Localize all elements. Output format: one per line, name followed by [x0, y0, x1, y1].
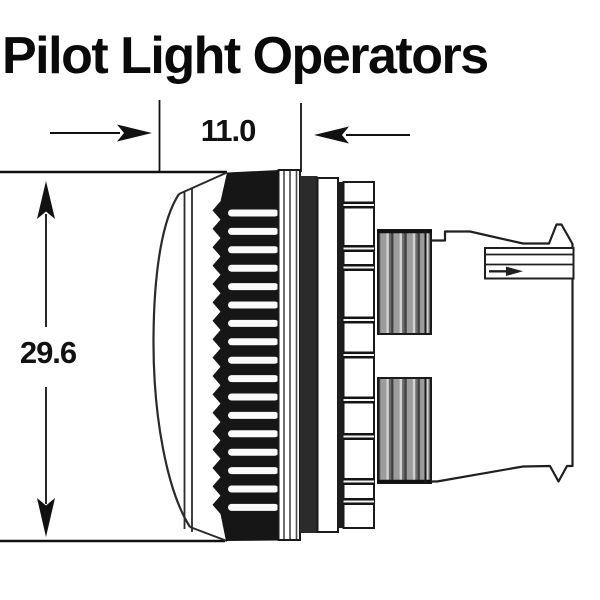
bezel-back-ring — [300, 176, 318, 533]
knurl-slot — [228, 301, 279, 309]
threaded-barrel — [377, 229, 432, 484]
knurl-slot — [228, 283, 279, 291]
ladder-rung-highlight — [343, 319, 374, 321]
knurl-slot — [228, 467, 279, 475]
ladder-rung-highlight — [343, 204, 374, 206]
knurl-slot — [228, 503, 279, 511]
ladder-rung-highlight — [343, 247, 374, 250]
knurl-slot — [228, 209, 279, 217]
bezel-ring — [277, 169, 318, 541]
knurl-slot — [228, 485, 279, 493]
page-title: Pilot Light Operators — [2, 27, 488, 85]
arrow-down-icon — [37, 498, 55, 537]
arrow-right-icon — [117, 124, 152, 142]
lens-dome — [152, 171, 228, 542]
dim-height-label: 29.6 — [20, 335, 77, 370]
ladder-rung-highlight — [343, 266, 374, 269]
ladder-rung-highlight — [343, 480, 374, 483]
knurl-slot — [228, 264, 279, 272]
ladder-rung-highlight — [343, 399, 374, 401]
arrow-up-icon — [37, 181, 55, 219]
knurl-slot — [228, 448, 279, 456]
latch-arrow-icon — [506, 266, 523, 276]
knurl-slot — [228, 411, 279, 419]
knurl-slot — [228, 356, 279, 364]
pilot-light-device — [152, 169, 575, 542]
operator-body — [431, 223, 574, 483]
castellated-ring — [338, 181, 375, 529]
knurl-slot — [228, 393, 279, 401]
knurled-lens-ring — [212, 170, 279, 541]
knurl-slot — [228, 430, 279, 438]
mounting-flange — [316, 177, 339, 533]
ladder-rung-highlight — [343, 435, 374, 438]
ladder-rung-highlight — [343, 354, 374, 356]
knurl-slot — [228, 227, 279, 235]
knurl-slot — [228, 319, 279, 327]
knurl-slot — [228, 338, 279, 346]
knurl-body — [212, 170, 279, 541]
dim-width-label: 11.0 — [201, 113, 256, 148]
knurl-slot — [228, 375, 279, 383]
knurl-slot — [228, 246, 279, 254]
ladder-rung-highlight — [343, 500, 374, 503]
arrow-left-icon — [314, 126, 349, 144]
dimension-annotations: 11.0 29.6 — [0, 100, 410, 543]
release-latch-tab — [484, 247, 575, 280]
